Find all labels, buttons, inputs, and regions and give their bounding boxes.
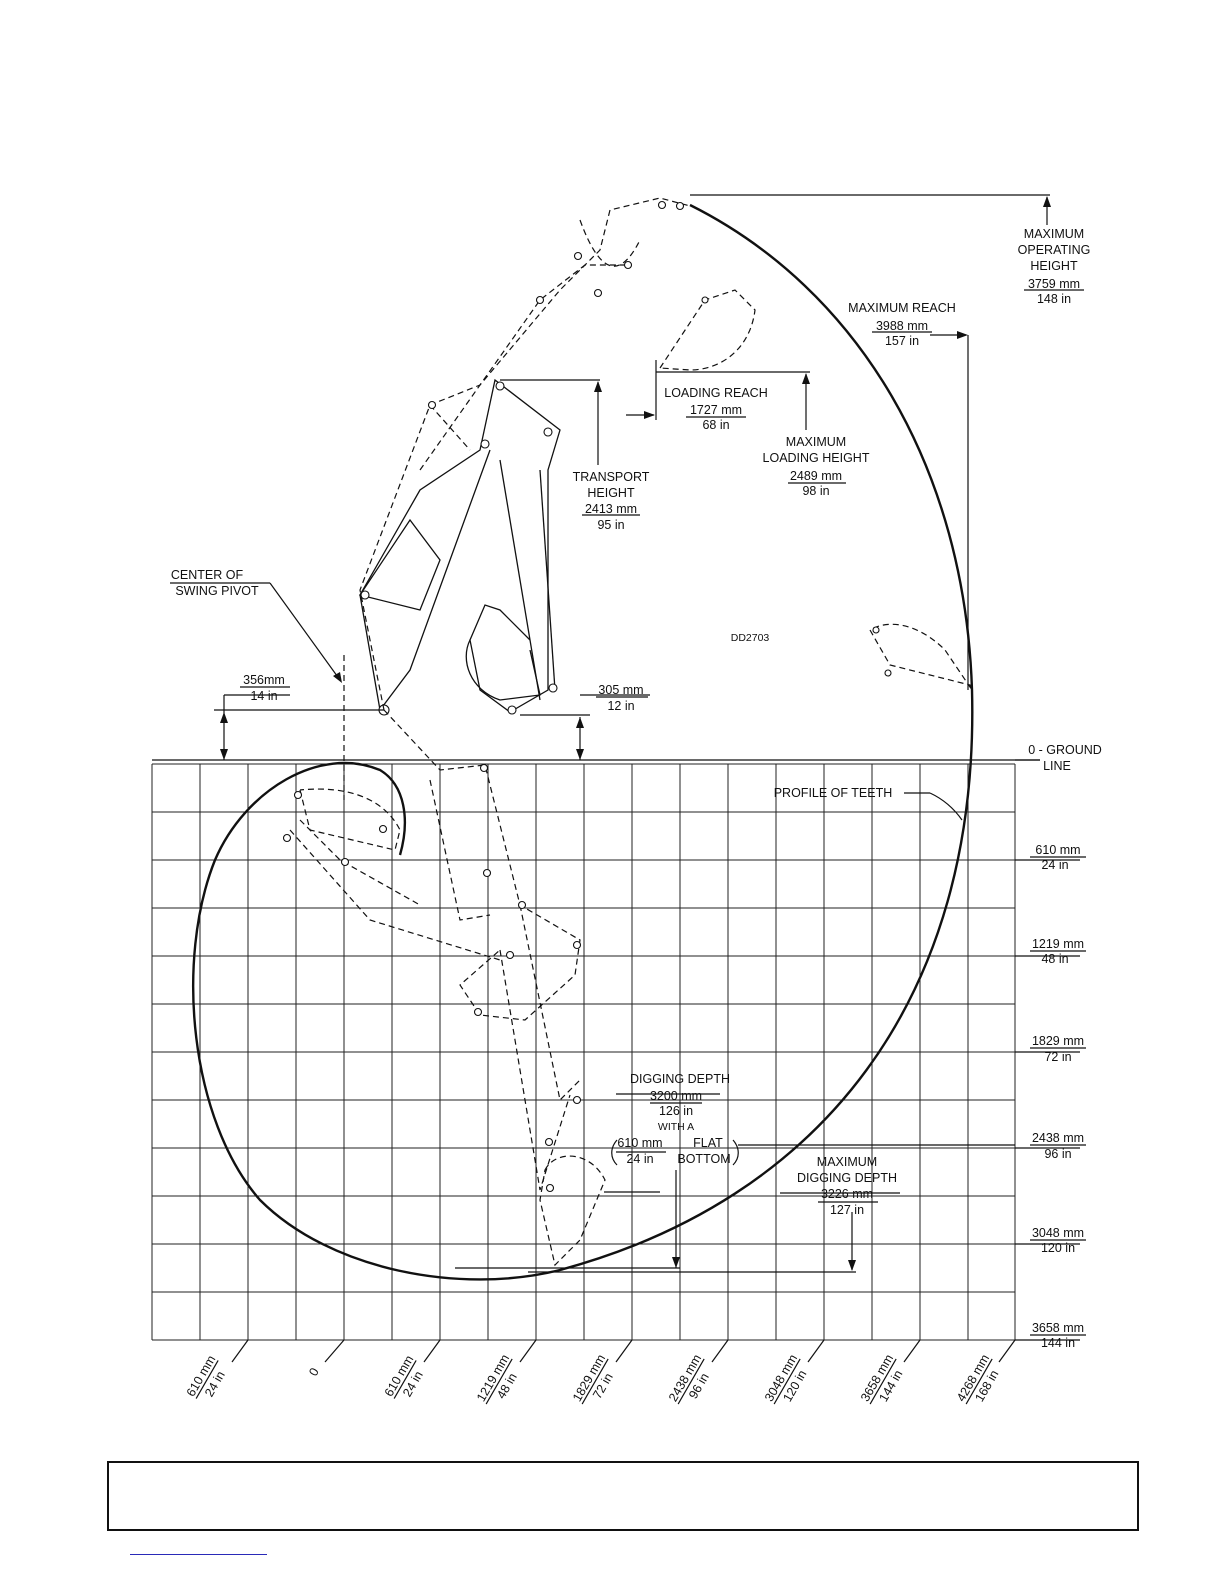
max-reach-title: MAXIMUM REACH [848,301,956,315]
transport-height-line1: TRANSPORT [573,470,650,484]
max-loading-height-mm: 2489 mm [790,469,842,483]
depth-scale-mm: 3658 mm [1032,1321,1084,1335]
transport-position-boom [358,378,561,716]
max-operating-height-in: 148 in [1037,292,1071,306]
depth-scale-in: 48 in [1041,952,1068,966]
loading-reach-title: LOADING REACH [664,386,768,400]
max-loading-height-line2: LOADING HEIGHT [763,451,870,465]
fraction-rules [240,289,1084,1203]
hscale-mm: 0 [306,1365,322,1378]
loading-bucket-dashed [658,289,756,371]
labels: MAXIMUM OPERATING HEIGHT 3759 mm 148 in … [171,227,1102,1217]
ground-line-line1: 0 - GROUND [1028,743,1102,757]
max-digging-depth-mm: 3226 mm [821,1187,873,1201]
max-reach-in: 157 in [885,334,919,348]
footer-box [107,1461,1139,1531]
digging-depth-title: DIGGING DEPTH [630,1072,730,1086]
digging-depth-flat: FLAT [693,1136,723,1150]
digging-depth-with: WITH A [658,1121,694,1133]
ground-clearance-in: 12 in [607,699,634,713]
max-digging-depth-line1: MAXIMUM [817,1155,877,1169]
dimension-lines [170,194,1080,1363]
depth-scale-in: 96 in [1044,1147,1071,1161]
max-operating-height-line3: HEIGHT [1030,259,1078,273]
depth-scale-mm: 1219 mm [1032,937,1084,951]
digging-depth-bottom: BOTTOM [677,1152,730,1166]
loading-reach-in: 68 in [702,418,729,432]
max-operating-height-mm: 3759 mm [1028,277,1080,291]
digging-depth-flat-in: 24 in [626,1152,653,1166]
depth-scale: 610 mm 24 in 1219 mm 48 in 1829 mm 72 in… [1030,843,1086,1350]
loading-reach-mm: 1727 mm [690,403,742,417]
depth-scale-in: 120 in [1041,1241,1075,1255]
profile-of-teeth: PROFILE OF TEETH [774,786,893,800]
max-digging-depth-line2: DIGGING DEPTH [797,1171,897,1185]
depth-grid [151,763,1016,1341]
transport-height-mm: 2413 mm [585,502,637,516]
digging-boom-dashed [282,709,606,1267]
digging-depth-in: 126 in [659,1104,693,1118]
swing-pivot-line2: SWING PIVOT [175,584,259,598]
drawing-code: DD2703 [731,632,770,644]
max-operating-height-line1: MAXIMUM [1024,227,1084,241]
depth-scale-mm: 3048 mm [1032,1226,1084,1240]
digging-depth-mm: 3200 mm [650,1089,702,1103]
footer-link-rule [130,1554,267,1555]
swing-pivot-line1: CENTER OF [171,568,244,582]
depth-scale-in: 72 in [1044,1050,1071,1064]
ground-clearance-mm: 305 mm [598,683,643,697]
transport-height-in: 95 in [597,518,624,532]
max-operating-height-line2: OPERATING [1018,243,1091,257]
ground-line-line2: LINE [1043,759,1071,773]
depth-scale-in: 24 in [1041,858,1068,872]
transport-height-line2: HEIGHT [587,486,635,500]
depth-scale-mm: 1829 mm [1032,1034,1084,1048]
horizontal-scale: 610 mm 24 in 0 610 mm 24 in 1219 mm 48 i… [184,1352,1002,1405]
depth-scale-mm: 2438 mm [1032,1131,1084,1145]
max-reach-mm: 3988 mm [876,319,928,333]
max-loading-height-line1: MAXIMUM [786,435,846,449]
max-reach-bucket-dashed [869,623,973,691]
max-height-boom-dashed [359,197,691,711]
depth-scale-in: 144 in [1041,1336,1075,1350]
digging-depth-flat-mm: 610 mm [617,1136,662,1150]
teeth-profile-arc [192,203,974,1281]
pivot-offset-mm: 356mm [243,673,285,687]
max-loading-height-in: 98 in [802,484,829,498]
max-digging-depth-in: 127 in [830,1203,864,1217]
depth-scale-mm: 610 mm [1035,843,1080,857]
pivot-offset-in: 14 in [250,689,277,703]
